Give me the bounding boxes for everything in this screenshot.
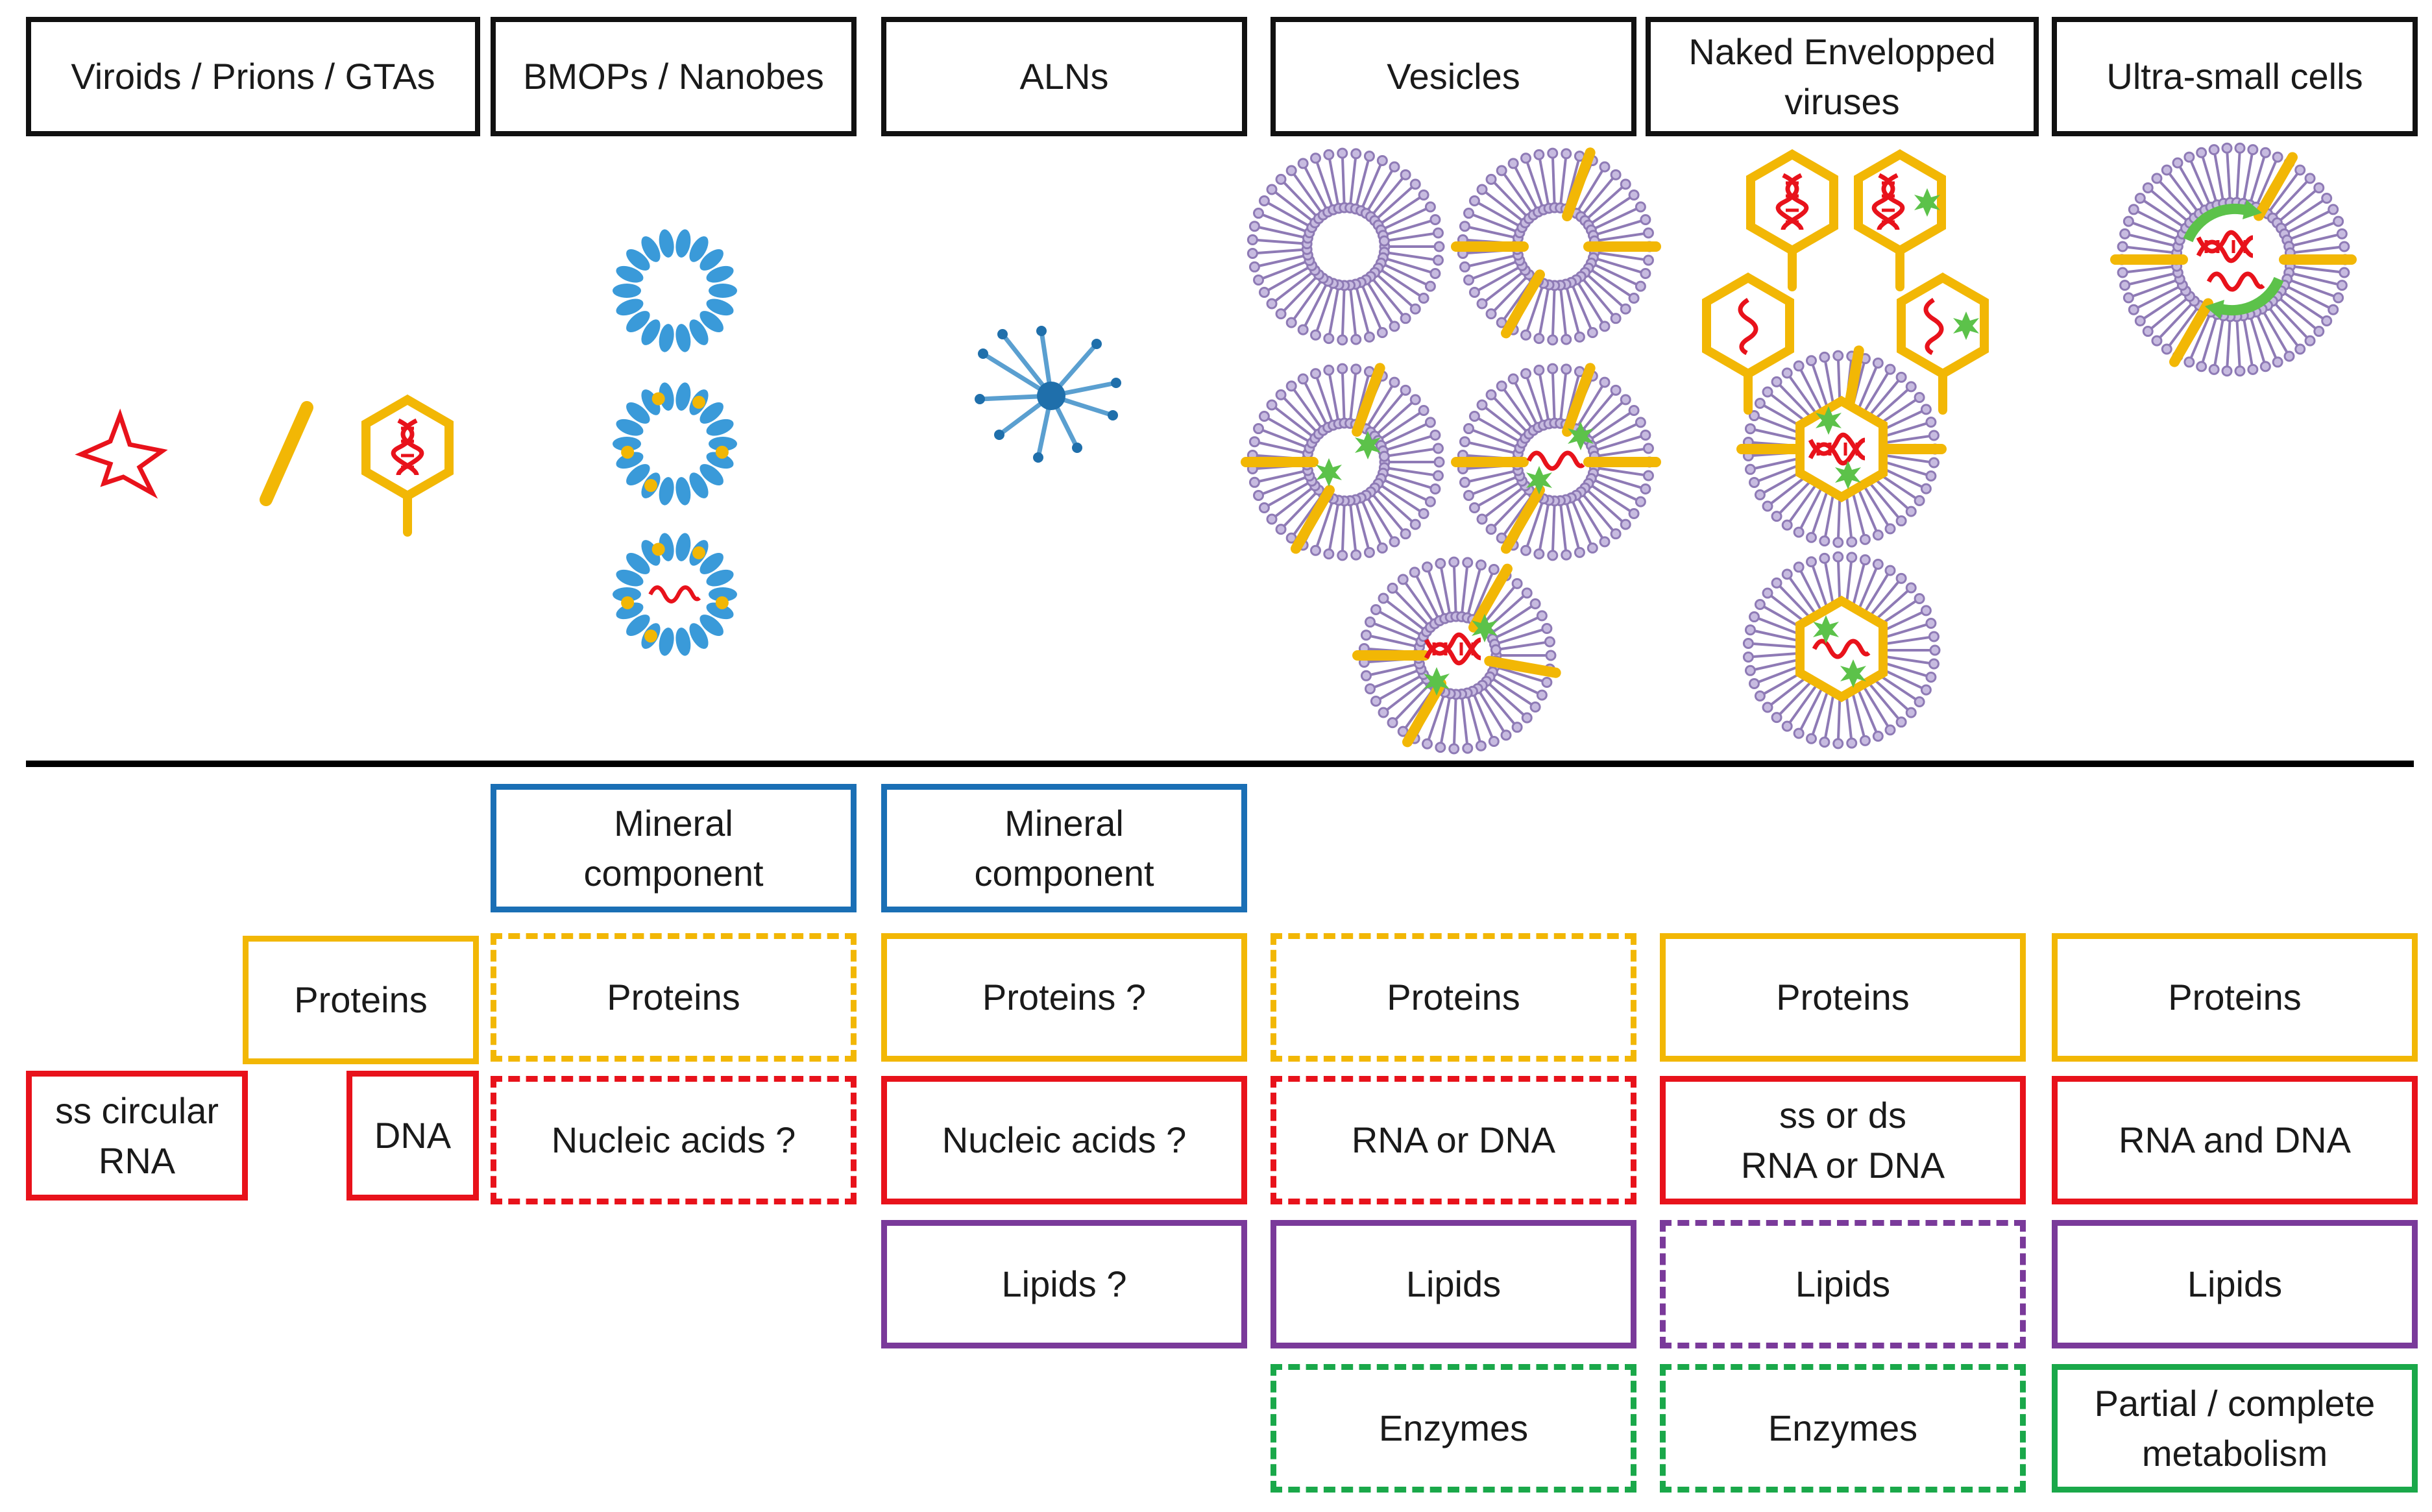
illustrations [75, 142, 2357, 755]
rna-or-dna-vesicles: RNA or DNA [1271, 1076, 1636, 1204]
aln-particle [975, 326, 1121, 463]
bmop-ring-1 [613, 229, 737, 352]
ultra-small-cell [2110, 142, 2357, 377]
header-viroids-prions-gtas: Viroids / Prions / GTAs [26, 17, 480, 136]
naked-virus-3 [1707, 278, 1790, 410]
header-alns: ALNs [881, 17, 1247, 136]
mineral-component-alns: Mineral component [881, 784, 1247, 912]
vesicle-2 [1451, 147, 1661, 346]
enzymes-viruses: Enzymes [1660, 1364, 2026, 1493]
cell-interior [2183, 200, 2284, 319]
lipids-cells: Lipids [2052, 1220, 2418, 1348]
mineral-component-bmops: Mineral component [491, 784, 857, 912]
rna-or-dna-viruses: ss or ds RNA or DNA [1660, 1076, 2026, 1204]
proteins-vesicles: Proteins [1271, 933, 1636, 1062]
proteins-cells: Proteins [2052, 933, 2418, 1062]
virion-phage [366, 400, 449, 532]
vesicle-1 [1246, 147, 1445, 346]
nucleic-acids-alns: Nucleic acids ? [881, 1076, 1247, 1204]
naked-virus-2 [1858, 154, 1941, 287]
enveloped-virus-core-2 [1795, 595, 1888, 703]
bmop-ring-2 [613, 382, 737, 506]
nucleic-acids-bmops: Nucleic acids ? [491, 1076, 857, 1204]
header-vesicles: Vesicles [1271, 17, 1636, 136]
prion-shape [75, 408, 168, 499]
enveloped-virus-core-1 [1795, 395, 1888, 503]
lipids-alns: Lipids ? [881, 1220, 1247, 1348]
ss-circular-rna-viroids: ss circular RNA [26, 1071, 248, 1201]
proteins-alns: Proteins ? [881, 933, 1247, 1062]
header-bmops-nanobes: BMOPs / Nanobes [491, 17, 857, 136]
lipids-vesicles: Lipids [1271, 1220, 1636, 1348]
vesicle-3 [1241, 363, 1445, 561]
section-divider [26, 761, 2414, 767]
proteins-bmops: Proteins [491, 933, 857, 1062]
vesicle-5 [1352, 556, 1561, 755]
proteins-prions: Proteins [243, 936, 479, 1064]
lipids-viruses: Lipids [1660, 1220, 2026, 1348]
membrane-vesicles [1241, 142, 2357, 755]
enzymes-vesicles: Enzymes [1271, 1364, 1636, 1493]
bmop-ring-3 [613, 533, 737, 656]
partial-complete-metabolism-cells: Partial / complete metabolism [2052, 1364, 2418, 1493]
header-ultra-small-cells: Ultra-small cells [2052, 17, 2418, 136]
bmop-particles [613, 229, 737, 656]
gta-rod [260, 401, 313, 506]
vesicle-4 [1451, 363, 1661, 561]
naked-virus-1 [1751, 154, 1834, 287]
dna-gtas: DNA [347, 1071, 479, 1201]
header-naked-enveloped-viruses: Naked Envelopped viruses [1646, 17, 2039, 136]
rna-and-dna-cells: RNA and DNA [2052, 1076, 2418, 1204]
proteins-viruses: Proteins [1660, 933, 2026, 1062]
